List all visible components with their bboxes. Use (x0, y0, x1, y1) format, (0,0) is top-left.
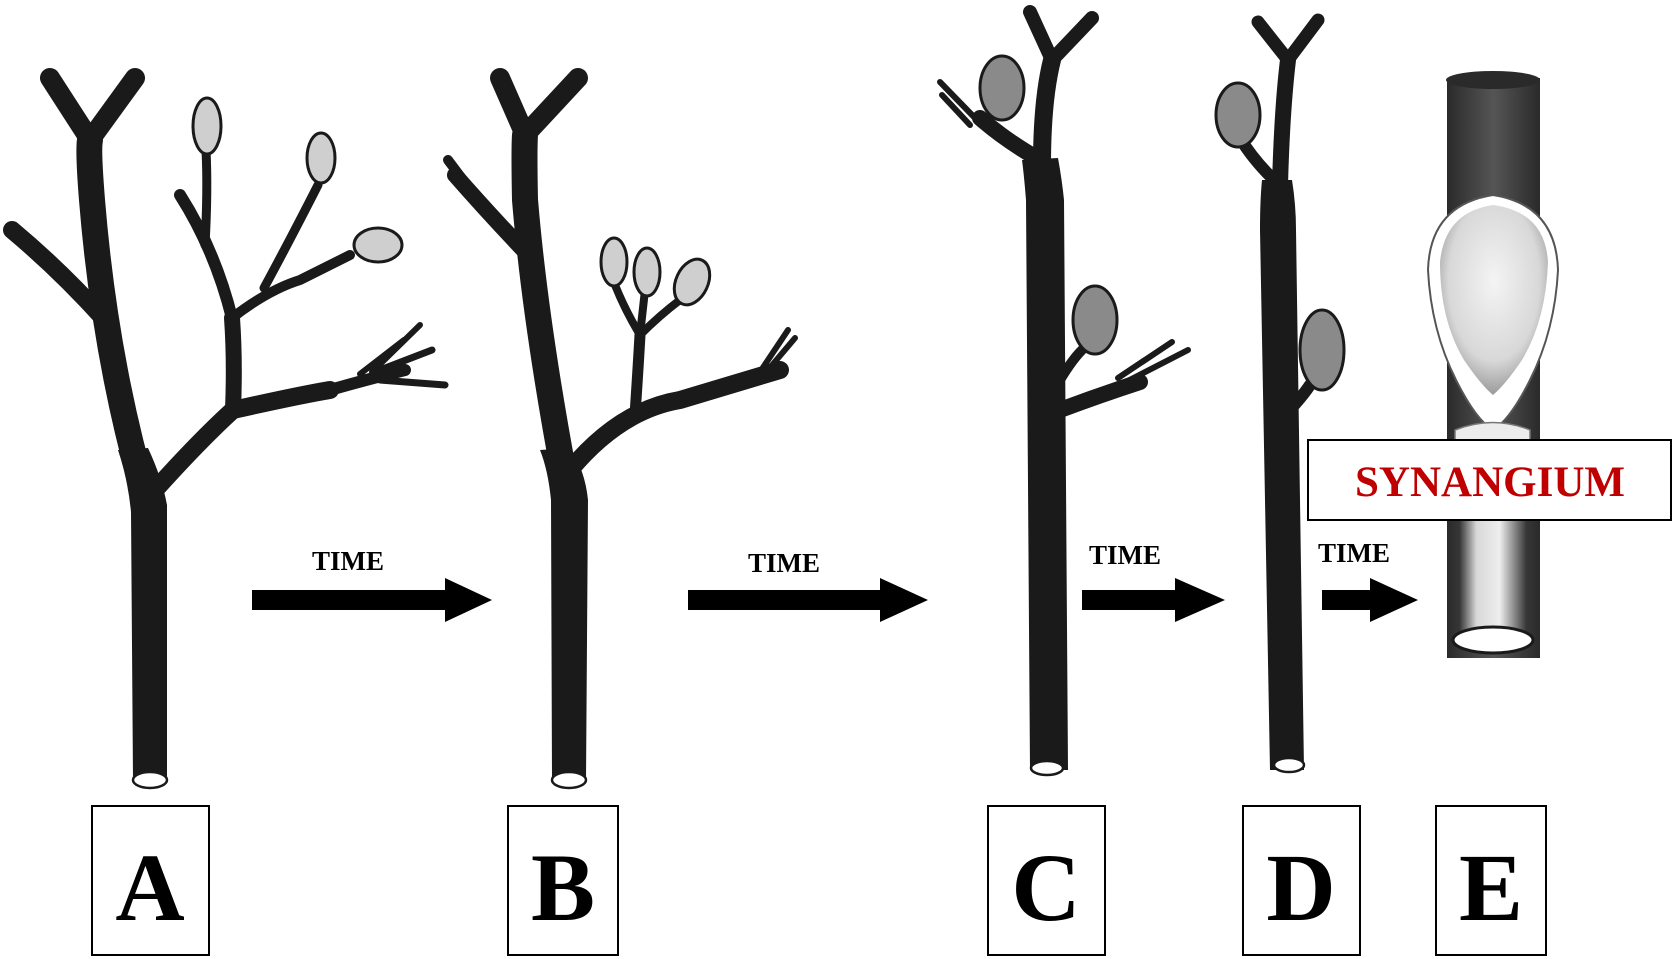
stage-letter: D (1266, 834, 1335, 941)
stage-letter: E (1459, 834, 1523, 941)
stage-b-plant (443, 68, 798, 790)
time-arrow-3: TIME (1082, 540, 1225, 622)
sporangium (1298, 308, 1346, 392)
arrow-right-icon (1322, 578, 1418, 622)
sporangium (672, 257, 712, 307)
stage-e-synangium (1426, 71, 1560, 658)
time-label: TIME (1318, 538, 1390, 568)
label-b: B (507, 805, 619, 956)
sporangium (305, 131, 337, 185)
time-label: TIME (748, 548, 820, 578)
sporangium (352, 226, 404, 264)
synangium-label: SYNANGIUM (1355, 459, 1625, 506)
time-arrow-4: TIME (1318, 538, 1418, 622)
sporangium (1071, 284, 1119, 356)
stage-letter: A (115, 834, 184, 941)
stage-c-plant (937, 5, 1191, 777)
arrow-right-icon (688, 578, 928, 622)
time-label: TIME (312, 546, 384, 576)
label-e: E (1435, 805, 1547, 956)
sporangium (599, 236, 629, 288)
time-arrow-1: TIME (252, 546, 492, 622)
label-d: D (1242, 805, 1361, 956)
synangium-callout: SYNANGIUM (1307, 439, 1672, 521)
label-a: A (91, 805, 210, 956)
sporangium (978, 54, 1026, 122)
sporangium (632, 246, 662, 298)
arrow-right-icon (1082, 578, 1225, 622)
sporangium (191, 96, 223, 156)
arrow-right-icon (252, 578, 492, 622)
label-c: C (987, 805, 1106, 956)
time-label: TIME (1089, 540, 1161, 570)
sporangium (1214, 81, 1262, 149)
stage-letter: C (1011, 834, 1080, 941)
stage-a-plant (3, 68, 449, 790)
stage-letter: B (531, 834, 595, 941)
stage-d-plant (1214, 13, 1346, 774)
time-arrow-2: TIME (688, 548, 928, 622)
